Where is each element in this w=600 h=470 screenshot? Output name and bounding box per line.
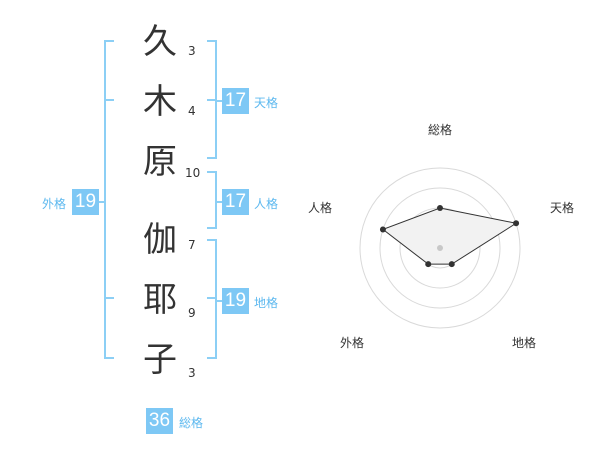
radar-center-dot [437,245,443,251]
chikaku-label: 地格 [254,296,279,310]
radar-ring-4 [359,167,521,329]
tenkaku-label: 天格 [254,96,279,110]
jinkaku-label: 人格 [254,197,279,211]
radar-ring-3 [379,187,501,309]
name-char-5: 耶 [143,280,177,320]
radar-label-tenkaku: 天格 [549,201,574,215]
tenkaku-value: 17 [222,88,249,114]
radar-label-gaikaku: 外格 [339,336,364,350]
stroke-count-3: 10 [185,166,201,180]
stroke-count-1: 3 [188,44,196,58]
gaikaku-value: 19 [72,189,99,215]
name-char-1: 久 [143,22,177,62]
name-char-4: 伽 [143,220,177,260]
radar-label-jinkaku: 人格 [307,201,332,215]
radar-label-chikaku: 地格 [511,336,536,350]
stroke-count-6: 3 [188,366,196,380]
radar-polygon [381,207,518,265]
gaikaku-label: 外格 [42,197,67,211]
stroke-count-5: 9 [188,306,196,320]
chikaku-value: 19 [222,288,249,314]
radar-point-4 [425,261,432,268]
stroke-count-2: 4 [188,104,196,118]
name-char-2: 木 [143,82,177,122]
soukaku-label: 総格 [179,416,204,430]
jinkaku-value: 17 [222,189,249,215]
radar-point-1 [437,205,443,211]
name-char-6: 子 [143,340,177,380]
stroke-count-4: 7 [188,238,196,252]
radar-label-soukaku: 総格 [427,123,452,137]
radar-point-3 [448,261,455,268]
radar-point-2 [513,220,520,227]
name-char-3: 原 [143,142,177,182]
soukaku-value: 36 [146,408,173,434]
radar-point-5 [379,226,386,233]
